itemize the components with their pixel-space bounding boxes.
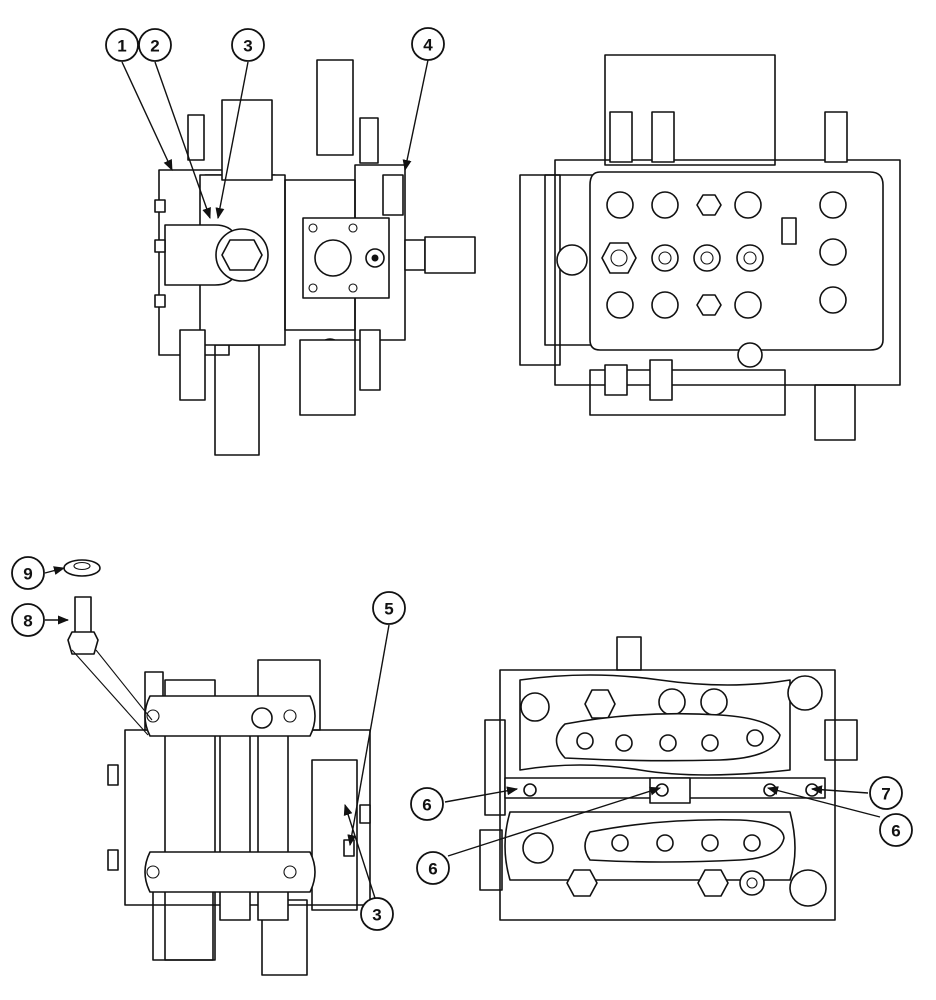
- bolt-part: [67, 596, 153, 736]
- callout-9: 9: [11, 556, 45, 590]
- callout-7-label: 7: [881, 785, 890, 804]
- valve-view-side-top: [154, 59, 476, 456]
- callout-5: 5: [372, 591, 406, 625]
- leader-lines: [44, 59, 881, 899]
- callout-3-top: 3: [231, 28, 265, 62]
- valve-view-side-bottom: [107, 659, 371, 976]
- valve-view-rear-bottom: [479, 636, 858, 921]
- callout-8-label: 8: [23, 612, 32, 631]
- nut-part: [63, 559, 101, 577]
- callout-5-label: 5: [384, 600, 393, 619]
- callout-1-label: 1: [117, 37, 126, 56]
- callout-4: 4: [411, 27, 445, 61]
- callout-3-bottom: 3: [360, 897, 394, 931]
- callout-4-label: 4: [423, 36, 433, 55]
- callout-7: 7: [869, 776, 903, 810]
- callout-3-top-label: 3: [243, 37, 252, 56]
- callout-6-right-label: 6: [891, 822, 900, 841]
- callout-3-bottom-label: 3: [372, 906, 381, 925]
- callout-1: 1: [105, 28, 139, 62]
- callout-9-label: 9: [23, 565, 32, 584]
- callout-6-left: 6: [410, 787, 444, 821]
- callout-6-center: 6: [416, 851, 450, 885]
- callout-6-right: 6: [879, 813, 913, 847]
- callout-8: 8: [11, 603, 45, 637]
- callout-2-label: 2: [150, 37, 159, 56]
- callout-2: 2: [138, 28, 172, 62]
- callout-6-left-label: 6: [422, 796, 431, 815]
- callout-6-center-label: 6: [428, 860, 437, 879]
- valve-view-front-top: [519, 54, 901, 441]
